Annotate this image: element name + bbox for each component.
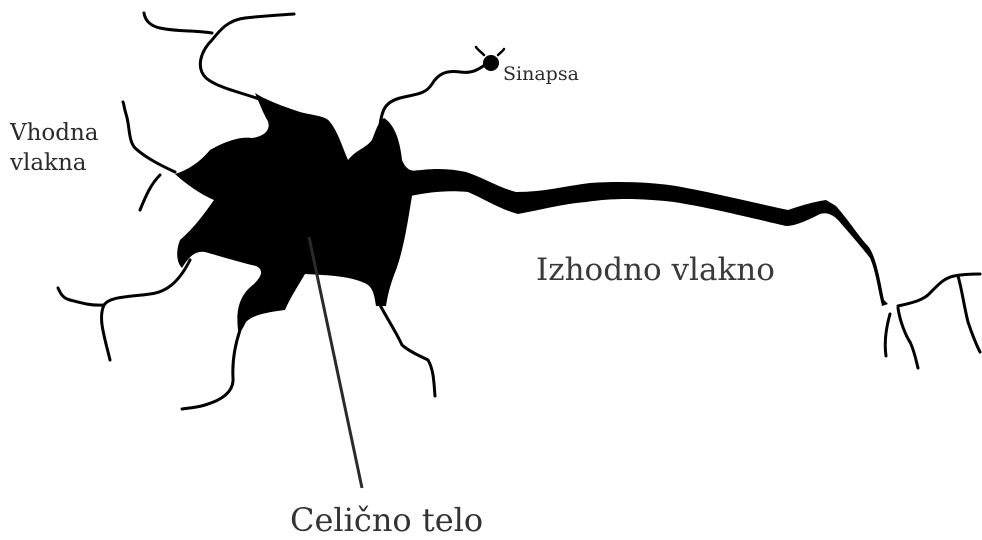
axon-terminal-down [898, 308, 918, 368]
dendrite-left-upper-branch [140, 175, 160, 210]
label-synapse: Sinapsa [503, 63, 579, 87]
dendrite-left-lower-branch [58, 288, 104, 305]
label-input-line2: vlakna [10, 148, 99, 178]
label-output-fiber: Izhodno vlakno [536, 251, 775, 290]
axon-terminal-right [898, 274, 980, 306]
axon-terminals [885, 274, 980, 368]
label-input-line1: Vhodna [10, 118, 99, 148]
label-input-fibers: Vhodna vlakna [10, 118, 99, 178]
dendrite-top-left-branch [144, 13, 212, 33]
axon-terminal-left [885, 314, 890, 356]
label-cell-body: Celično telo [290, 500, 483, 540]
dendrite-bottom-center [380, 305, 435, 396]
cell-body-shape [175, 93, 418, 332]
dendrite-bottom-left [182, 330, 240, 409]
dendrite-left-upper [123, 102, 175, 172]
dendrite-left-lower [102, 260, 190, 360]
dendrite-top-left [200, 14, 294, 100]
dendrite-top-synapse [380, 63, 488, 125]
axon-terminal-right-branch [958, 276, 980, 352]
